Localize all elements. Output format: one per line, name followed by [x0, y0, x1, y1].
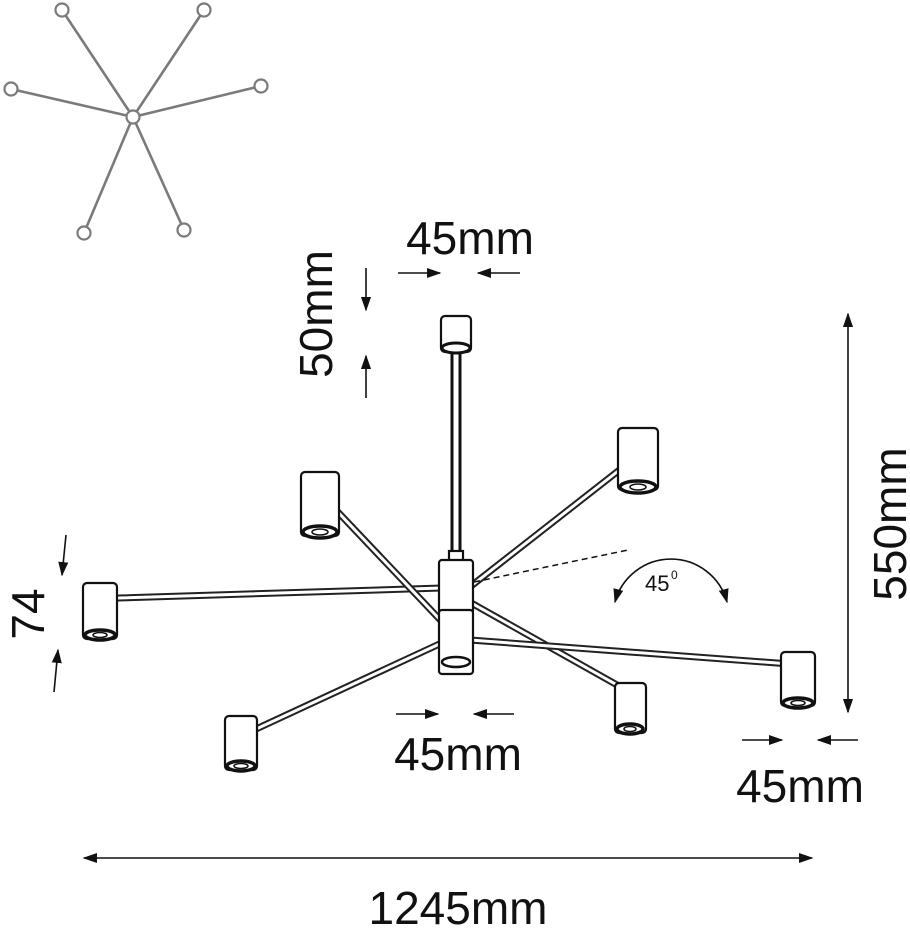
top-view-arm [131, 9, 206, 118]
label-right-spot-width: 45mm [736, 760, 864, 812]
spot-right [779, 650, 817, 710]
top-view-lamp [196, 2, 212, 18]
angle-dashed-line [473, 549, 629, 583]
rotation-indicator: 45 0 [473, 549, 729, 604]
angle-degree-mark: 0 [671, 568, 678, 582]
spot-lower-left [223, 714, 259, 773]
spot-upper-left [299, 470, 341, 540]
hub-upper-body [437, 558, 475, 616]
center-hub [437, 549, 475, 676]
arm-upper-right-inner [464, 466, 624, 592]
top-view-lamp [3, 81, 19, 97]
label-side-spot-height: 74 [2, 588, 54, 639]
label-center-width: 45mm [394, 728, 522, 780]
dimension-arrows [51, 267, 858, 864]
arm-upper-left-inner [334, 508, 448, 628]
arrow-side-height-up [51, 648, 62, 693]
top-view-arm [82, 116, 135, 234]
arm-right-inner [468, 638, 792, 666]
top-view-lamp [253, 78, 269, 94]
label-total-height: 550mm [864, 447, 910, 600]
top-view-hub [125, 109, 141, 125]
top-view-schematic [3, 2, 269, 241]
dimension-labels: 45mm 50mm 74 45mm 45mm 550mm 1245mm [2, 212, 910, 931]
angle-value: 45 [645, 571, 669, 596]
top-view-lamp [76, 225, 92, 241]
top-view-arm [10, 87, 134, 119]
label-total-width: 1245mm [369, 882, 548, 926]
spot-lower-right [613, 681, 648, 736]
hub-lens [440, 655, 472, 669]
top-view-arm [132, 84, 262, 119]
top-view-arm [131, 116, 186, 231]
angle-arc-arrow [613, 558, 729, 604]
spot-upper-right [616, 426, 660, 495]
spot-lamps [81, 314, 817, 773]
top-view-lamp [176, 222, 192, 238]
spot-left [81, 581, 119, 642]
label-top-spot-width: 45mm [406, 212, 534, 264]
top-view-arm [60, 9, 135, 118]
arm-left-inner [116, 586, 444, 600]
fixture-arms [114, 350, 794, 734]
arrow-side-height-down [58, 534, 69, 577]
top-view-lamp [54, 2, 70, 18]
arm-lower-left-inner [252, 638, 450, 732]
label-top-spot-height: 50mm [290, 250, 342, 378]
spot-top [439, 314, 473, 355]
